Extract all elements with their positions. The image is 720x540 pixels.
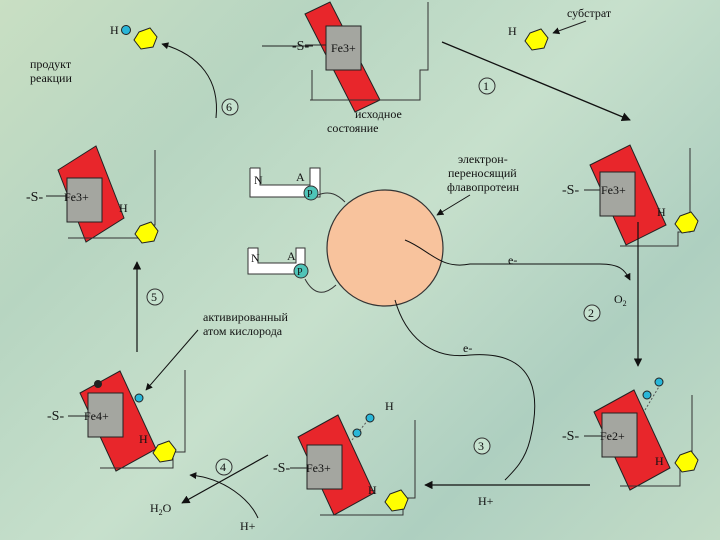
electron-label-1: e- xyxy=(508,253,517,267)
step1-arrow xyxy=(441,41,631,122)
step5-number: 5 xyxy=(151,290,157,304)
electron-path-upper xyxy=(404,239,631,281)
heme-initial: -S- Fe3+ xyxy=(292,1,429,113)
step6-number: 6 xyxy=(226,100,232,114)
step4-arrow xyxy=(181,454,269,504)
nadp-upper: N A P xyxy=(249,167,346,203)
heme-right-fe: Fe3+ xyxy=(601,183,626,197)
heme-peroxide-h: H xyxy=(368,483,377,497)
flavo-label-3: флавопротеин xyxy=(447,180,520,194)
step4-number: 4 xyxy=(220,460,226,474)
product-h: H xyxy=(110,23,119,37)
step3-number: 3 xyxy=(478,439,484,453)
heme-initial-fe: Fe3+ xyxy=(331,41,356,55)
product-oxygen xyxy=(121,25,131,35)
heme-fe4: -S- Fe4+ H xyxy=(47,370,186,472)
step5-marker xyxy=(146,288,164,306)
substrate-h: H xyxy=(508,24,517,38)
substrate-hexagon xyxy=(524,28,549,51)
activated-arrow xyxy=(145,329,199,391)
step6-marker xyxy=(221,98,239,116)
nadp-lower: N A P xyxy=(247,247,337,293)
svg-text:N: N xyxy=(251,251,260,265)
heme-fe2-fe: Fe2+ xyxy=(600,429,625,443)
svg-text:A: A xyxy=(296,170,305,184)
step2-number: 2 xyxy=(588,306,594,320)
heme-left-s: -S- xyxy=(26,190,43,205)
activated-label-1: активированный xyxy=(203,310,288,324)
oxygen-label: O2 xyxy=(614,292,627,308)
water-label: H2O xyxy=(150,501,172,517)
step4-marker xyxy=(215,458,233,476)
svg-text:A: A xyxy=(287,249,296,263)
heme-left-h: H xyxy=(119,201,128,215)
product-label-1: продукт xyxy=(30,57,72,71)
svg-text:P: P xyxy=(297,267,303,278)
heme-right-h: H xyxy=(657,205,666,219)
heme-peroxide-h-top: H xyxy=(385,399,394,413)
svg-text:N: N xyxy=(254,173,263,187)
svg-text:P: P xyxy=(307,189,313,200)
heme-right-s: -S- xyxy=(562,183,579,198)
heme-fe2-h: H xyxy=(655,454,664,468)
flavo-label-2: переносящий xyxy=(448,166,517,180)
product-release-arrow xyxy=(161,42,217,119)
heme-peroxide-fe: Fe3+ xyxy=(306,461,331,475)
heme-fe4-s: -S- xyxy=(47,409,64,424)
step4-proton-arrow xyxy=(189,472,259,519)
heme-right: -S- Fe3+ H xyxy=(562,144,699,247)
initial-label-2: состояние xyxy=(327,121,379,135)
substrate-arrow xyxy=(552,20,587,35)
step1-marker xyxy=(478,77,496,95)
step4-proton: H+ xyxy=(240,519,256,533)
heme-left-fe: Fe3+ xyxy=(64,190,89,204)
electron-label-2: e- xyxy=(463,341,472,355)
heme-peroxide-s: -S- xyxy=(273,461,290,476)
heme-left: -S- Fe3+ H xyxy=(26,145,159,244)
step3-marker xyxy=(473,437,491,455)
step1-number: 1 xyxy=(483,79,489,93)
product-label-2: реакции xyxy=(30,71,72,85)
heme-fe2-s: -S- xyxy=(562,429,579,444)
step3-proton: H+ xyxy=(478,494,494,508)
substrate-label: субстрат xyxy=(567,6,612,20)
flavoprotein-circle xyxy=(326,189,444,307)
flavo-label-1: электрон- xyxy=(458,152,508,166)
product-hexagon xyxy=(133,27,158,50)
electron-path-lower xyxy=(394,299,536,481)
heme-fe4-fe: Fe4+ xyxy=(84,409,109,423)
heme-peroxide: -S- Fe3+ H H xyxy=(273,399,416,516)
initial-label-1: исходное xyxy=(355,107,402,121)
heme-fe2: -S- Fe2+ H xyxy=(562,377,699,491)
flavo-arrow xyxy=(436,194,471,216)
step2-marker xyxy=(583,304,601,322)
heme-fe4-h: H xyxy=(139,432,148,446)
activated-label-2: атом кислорода xyxy=(203,324,283,338)
